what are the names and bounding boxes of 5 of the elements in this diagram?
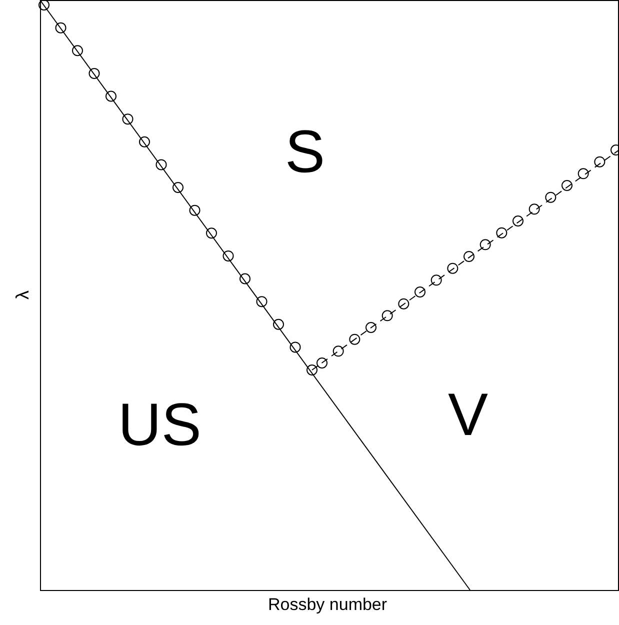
region-label: US — [118, 395, 202, 455]
axis-label: Rossby number — [268, 596, 388, 613]
region-label: V — [448, 385, 488, 445]
axis-label: λ — [14, 290, 32, 300]
region-label: S — [285, 122, 326, 182]
